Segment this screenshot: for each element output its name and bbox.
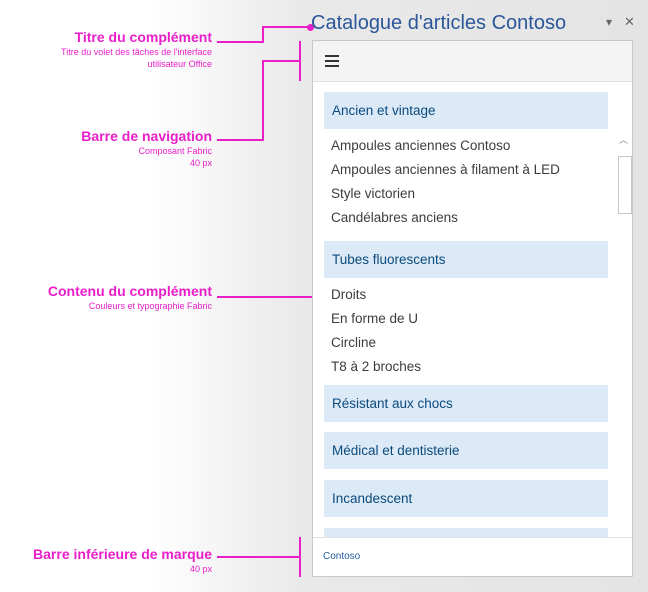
scroll-up-icon[interactable]: ︿ <box>619 135 629 145</box>
annotation-detail: 40 px <box>189 158 212 168</box>
list-item[interactable]: Ampoules anciennes Contoso <box>331 138 511 153</box>
category-header[interactable]: Incandescent <box>324 480 608 517</box>
list-item[interactable]: Candélabres anciens <box>331 210 458 225</box>
annotation-detail: utilisateur Office <box>147 59 212 69</box>
annotation-detail: Titre du volet des tâches de l'interface <box>61 47 212 57</box>
annotation-heading: Barre inférieure de marque <box>33 546 212 562</box>
brand-footer-bar: Contoso <box>313 537 632 576</box>
list-item[interactable]: En forme de U <box>331 311 419 326</box>
annotation-detail: Couleurs et typographie Fabric <box>88 301 212 311</box>
list-item[interactable]: T8 à 2 broches <box>331 359 422 374</box>
category-header-partial[interactable] <box>324 528 608 537</box>
list-item[interactable]: Circline <box>331 335 377 350</box>
annotation-heading: Contenu du complément <box>47 283 212 299</box>
category-header[interactable]: Résistant aux chocs <box>324 385 608 422</box>
category-header[interactable]: Tubes fluorescents <box>324 241 608 278</box>
hamburger-icon[interactable] <box>325 55 339 70</box>
annotation-navbar: Barre de navigation Composant Fabric 40 … <box>81 127 212 169</box>
close-icon[interactable]: ✕ <box>624 14 635 29</box>
addin-panel: Ancien et vintage Ampoules anciennes Con… <box>312 40 633 577</box>
list-item[interactable]: Droits <box>331 287 367 302</box>
annotation-addin-title: Titre du complément Titre du volet des t… <box>61 28 212 70</box>
annotation-footer: Barre inférieure de marque 40 px <box>33 545 212 575</box>
list-item[interactable]: Ampoules anciennes à filament à LED <box>331 162 560 177</box>
navigation-bar <box>313 41 632 82</box>
list-item[interactable]: Style victorien <box>331 186 416 201</box>
annotation-heading: Barre de navigation <box>81 128 212 144</box>
bracket-line <box>299 41 301 81</box>
category-header[interactable]: Médical et dentisterie <box>324 432 608 469</box>
connector-line <box>217 41 262 43</box>
addin-content: Ancien et vintage Ampoules anciennes Con… <box>313 82 632 537</box>
annotation-detail: 40 px <box>189 564 212 574</box>
connector-line <box>217 296 319 298</box>
dropdown-icon[interactable]: ▾ <box>606 15 613 29</box>
bracket-line <box>299 537 301 577</box>
connector-line <box>217 139 263 141</box>
connector-line <box>262 60 300 62</box>
scrollbar-thumb[interactable] <box>618 156 632 214</box>
connector-line <box>262 26 312 28</box>
connector-dot <box>307 24 314 31</box>
annotation-content: Contenu du complément Couleurs et typogr… <box>48 282 212 312</box>
connector-line <box>262 26 264 43</box>
connector-line <box>217 556 300 558</box>
annotation-heading: Titre du complément <box>74 29 212 45</box>
annotation-detail: Composant Fabric <box>138 146 212 156</box>
footer-brand-label[interactable]: Contoso <box>323 551 361 562</box>
connector-line <box>262 60 264 141</box>
taskpane-title: Catalogue d'articles Contoso <box>311 12 567 34</box>
category-header[interactable]: Ancien et vintage <box>324 92 608 129</box>
